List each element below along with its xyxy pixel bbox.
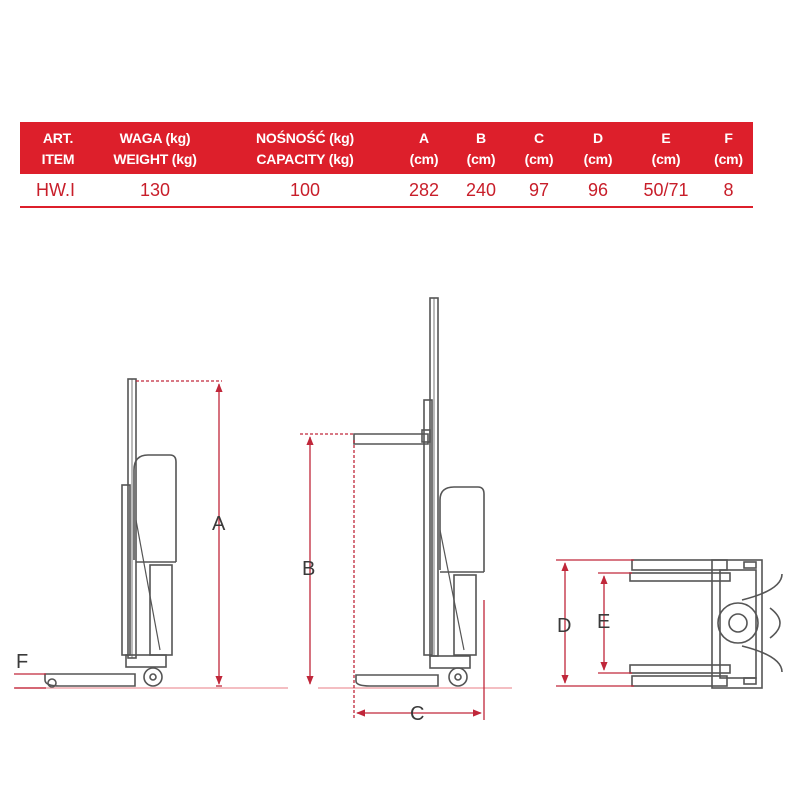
header-c: C(cm)	[510, 122, 568, 174]
cell-e: 50/71	[628, 174, 704, 208]
cell-c: 97	[510, 174, 568, 208]
header-f: F(cm)	[704, 122, 753, 174]
stacker-side-view-lowered	[44, 378, 177, 688]
dimension-label-e: E	[597, 611, 610, 633]
cell-d: 96	[568, 174, 628, 208]
table-header-row: ART.ITEM WAGA (kg)WEIGHT (kg) NOŚNOŚĆ (k…	[20, 122, 753, 174]
header-e: E(cm)	[628, 122, 704, 174]
header-d: D(cm)	[568, 122, 628, 174]
cell-f: 8	[704, 174, 753, 208]
cell-capacity: 100	[214, 174, 396, 208]
dimension-label-d: D	[557, 615, 571, 637]
header-b: B(cm)	[452, 122, 510, 174]
cell-item: HW.I	[20, 174, 96, 208]
header-a: A(cm)	[396, 122, 452, 174]
cell-a: 282	[396, 174, 452, 208]
dimension-lines	[14, 380, 634, 720]
header-item: ART.ITEM	[20, 122, 96, 174]
dimension-label-a: A	[212, 513, 226, 535]
stacker-side-view-raised	[353, 297, 485, 687]
header-weight: WAGA (kg)WEIGHT (kg)	[96, 122, 214, 174]
header-capacity: NOŚNOŚĆ (kg)CAPACITY (kg)	[214, 122, 396, 174]
cell-weight: 130	[96, 174, 214, 208]
dimension-label-b: B	[302, 558, 315, 580]
dimension-label-f: F	[16, 651, 28, 673]
table-row: HW.I 130 100 282 240 97 96 50/71 8	[20, 174, 753, 208]
spec-table: ART.ITEM WAGA (kg)WEIGHT (kg) NOŚNOŚĆ (k…	[20, 122, 753, 208]
stacker-top-view	[629, 559, 783, 689]
cell-b: 240	[452, 174, 510, 208]
dimension-label-c: C	[410, 703, 424, 725]
